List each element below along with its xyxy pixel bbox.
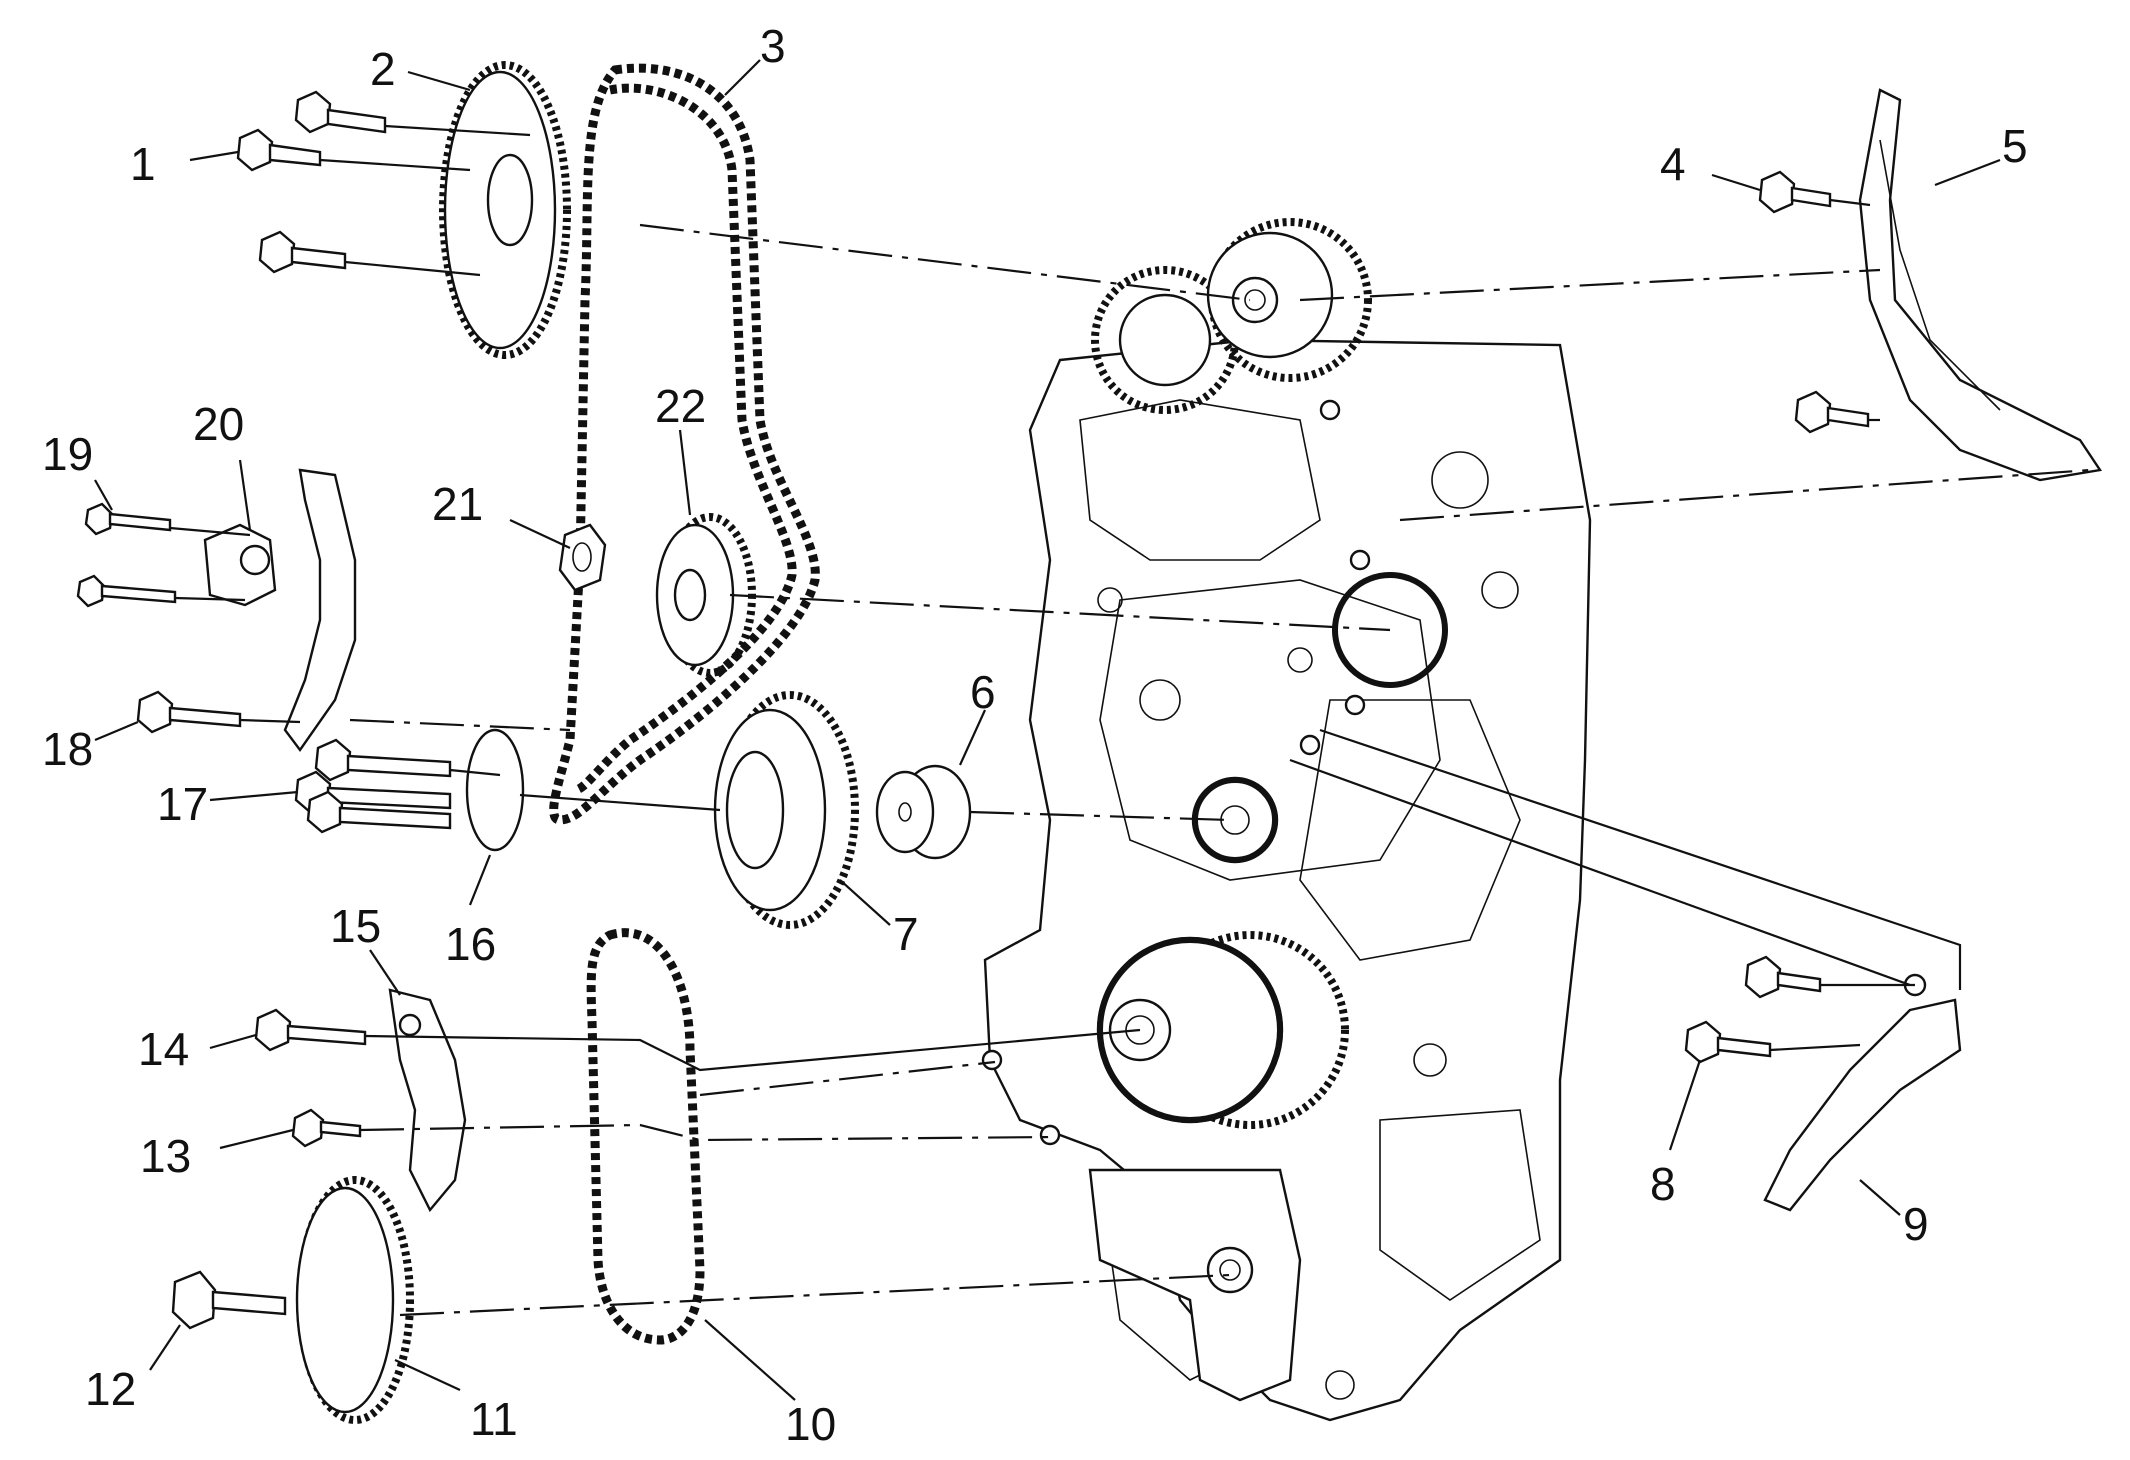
callout-17: 17: [157, 778, 208, 830]
crank-sprocket-upper: [655, 513, 756, 677]
callout-5: 5: [2002, 120, 2028, 172]
lower-chain-guide: [1763, 973, 1962, 1212]
oil-pump-sprocket: [295, 1176, 414, 1424]
callout-10: 10: [785, 1398, 836, 1450]
upper-timing-chain: [549, 63, 820, 825]
callout-4: 4: [1660, 138, 1686, 190]
idler-gear: [713, 691, 859, 929]
upper-chain-guide: [1858, 88, 2103, 482]
callout-16: 16: [445, 918, 496, 970]
leader-lines: [94, 59, 2001, 1401]
callout-9: 9: [1903, 1198, 1929, 1250]
tensioner-guide: [283, 468, 357, 753]
callout-2: 2: [370, 43, 396, 95]
callout-8: 8: [1650, 1158, 1676, 1210]
alignment-lines: [169, 124, 2091, 1317]
callout-6: 6: [970, 666, 996, 718]
bolts: [76, 90, 1870, 1330]
callout-20: 20: [193, 398, 244, 450]
lower-chain-tensioner: [388, 988, 467, 1213]
callout-14: 14: [138, 1023, 189, 1075]
callout-19: 19: [42, 428, 93, 480]
chain-tensioner: [203, 523, 277, 607]
camshaft-sprocket: [439, 61, 571, 359]
callout-7: 7: [893, 908, 919, 960]
idler-bushing: [875, 764, 972, 860]
callout-13: 13: [140, 1130, 191, 1182]
callout-21: 21: [432, 478, 483, 530]
thrust-washer: [465, 728, 525, 852]
callout-18: 18: [42, 723, 93, 775]
engine-block: [981, 218, 1592, 1422]
callout-22: 22: [655, 380, 706, 432]
sprocket-nut: [558, 523, 607, 592]
callout-11: 11: [470, 1393, 518, 1445]
callout-12: 12: [85, 1363, 136, 1415]
callout-3: 3: [760, 20, 786, 72]
lower-timing-chain: [586, 928, 705, 1345]
callout-15: 15: [330, 900, 381, 952]
callouts: 1 2 3 4 5 6 7 8 9 10 11 12 13 14 15 16 1…: [42, 20, 2028, 1450]
callout-1: 1: [130, 138, 156, 190]
